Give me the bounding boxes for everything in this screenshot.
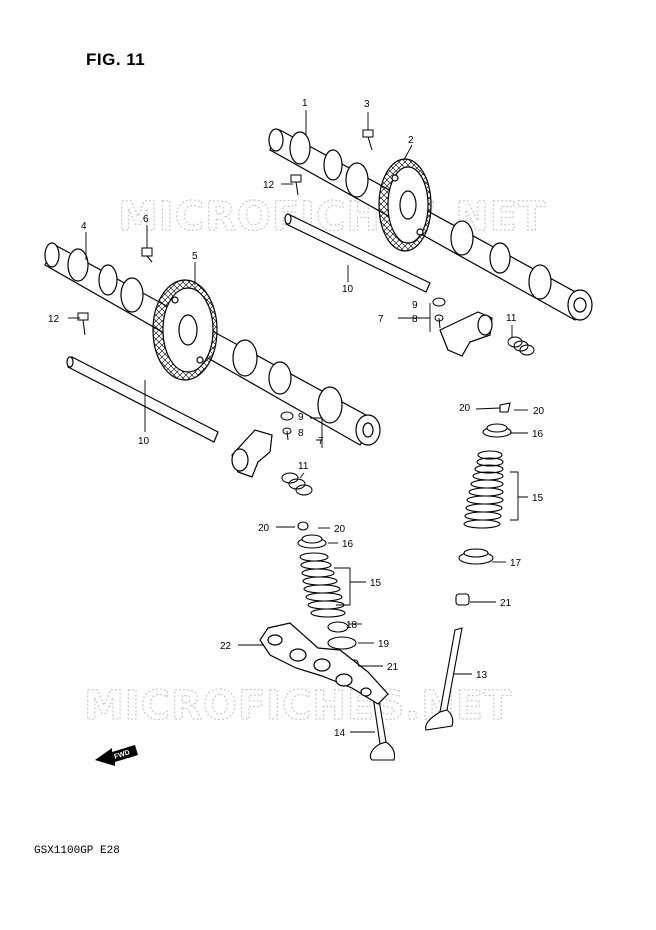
callout-16-right: 16 xyxy=(532,429,544,440)
callout-20-left-a: 20 xyxy=(258,523,270,534)
callout-10-lower: 10 xyxy=(138,436,150,447)
callout-15-left: 15 xyxy=(370,578,382,589)
callout-18: 18 xyxy=(346,620,358,631)
callout-20-right-b: 20 xyxy=(533,406,545,417)
callout-20-right-a: 20 xyxy=(459,403,471,414)
callout-19: 19 xyxy=(378,639,390,650)
cam-sprocket-upper xyxy=(378,158,432,252)
callout-4: 4 xyxy=(81,221,87,232)
fwd-arrow-icon: FWD xyxy=(95,745,138,766)
callout-6: 6 xyxy=(143,214,149,225)
callout-16-left: 16 xyxy=(342,539,354,550)
spring-11-lower xyxy=(281,472,313,496)
cam-cover-gasket xyxy=(259,622,389,705)
rocker-arm-upper xyxy=(439,311,493,357)
watermark-text-top: MICROFICHES.NET xyxy=(118,194,546,240)
adjuster-nuts-upper xyxy=(432,297,446,329)
valve-stack-right xyxy=(425,402,512,731)
callout-14: 14 xyxy=(334,728,346,739)
callout-1: 1 xyxy=(302,98,308,109)
callout-7-upper: 7 xyxy=(378,314,384,325)
model-code-footer: GSX1100GP E28 xyxy=(34,845,120,857)
sprocket-bolt-upper xyxy=(362,129,374,151)
callout-10-upper: 10 xyxy=(342,284,354,295)
spring-11-upper xyxy=(507,336,535,356)
callout-7-lower: 7 xyxy=(318,436,324,447)
leader-lines xyxy=(68,110,528,733)
valve-spring-right xyxy=(463,450,504,529)
rocker-shaft-lower xyxy=(66,356,219,443)
bolt-12-lower xyxy=(77,312,89,336)
callout-5: 5 xyxy=(192,251,198,262)
callout-17: 17 xyxy=(510,558,522,569)
sprocket-bolt-lower xyxy=(141,247,153,263)
callout-21-left: 21 xyxy=(387,662,399,673)
callout-2: 2 xyxy=(408,135,414,146)
callout-9-lower: 9 xyxy=(298,412,304,423)
callout-12-upper: 12 xyxy=(263,180,275,191)
callout-12-lower: 12 xyxy=(48,314,60,325)
watermark-top: MICROFICHES.NET xyxy=(117,193,546,240)
valve-spring-left xyxy=(299,552,346,618)
callout-9-upper: 9 xyxy=(412,300,418,311)
callout-11-upper: 11 xyxy=(506,313,517,324)
callout-8-lower: 8 xyxy=(298,428,304,439)
callout-numbers: 1 2 3 4 5 6 7 7 8 8 9 9 10 10 11 11 12 1… xyxy=(48,98,545,739)
rocker-shaft-upper xyxy=(284,213,431,293)
callout-15-right: 15 xyxy=(532,493,544,504)
cam-sprocket-lower xyxy=(152,279,218,381)
adjuster-nuts-lower xyxy=(280,411,294,441)
callout-8-upper: 8 xyxy=(412,314,418,325)
callout-3: 3 xyxy=(364,99,370,110)
callout-20-left-b: 20 xyxy=(334,524,346,535)
callout-11-lower: 11 xyxy=(298,461,309,472)
figure-title: FIG. 11 xyxy=(86,50,146,69)
callout-13: 13 xyxy=(476,670,488,681)
fwd-label: FWD xyxy=(113,749,130,761)
valve-stack-left xyxy=(297,521,396,761)
bolt-12-upper xyxy=(290,174,302,196)
callout-22: 22 xyxy=(220,641,232,652)
callout-21-right: 21 xyxy=(500,598,512,609)
rocker-arm-lower xyxy=(231,429,273,478)
camshaft-upper xyxy=(268,128,593,321)
